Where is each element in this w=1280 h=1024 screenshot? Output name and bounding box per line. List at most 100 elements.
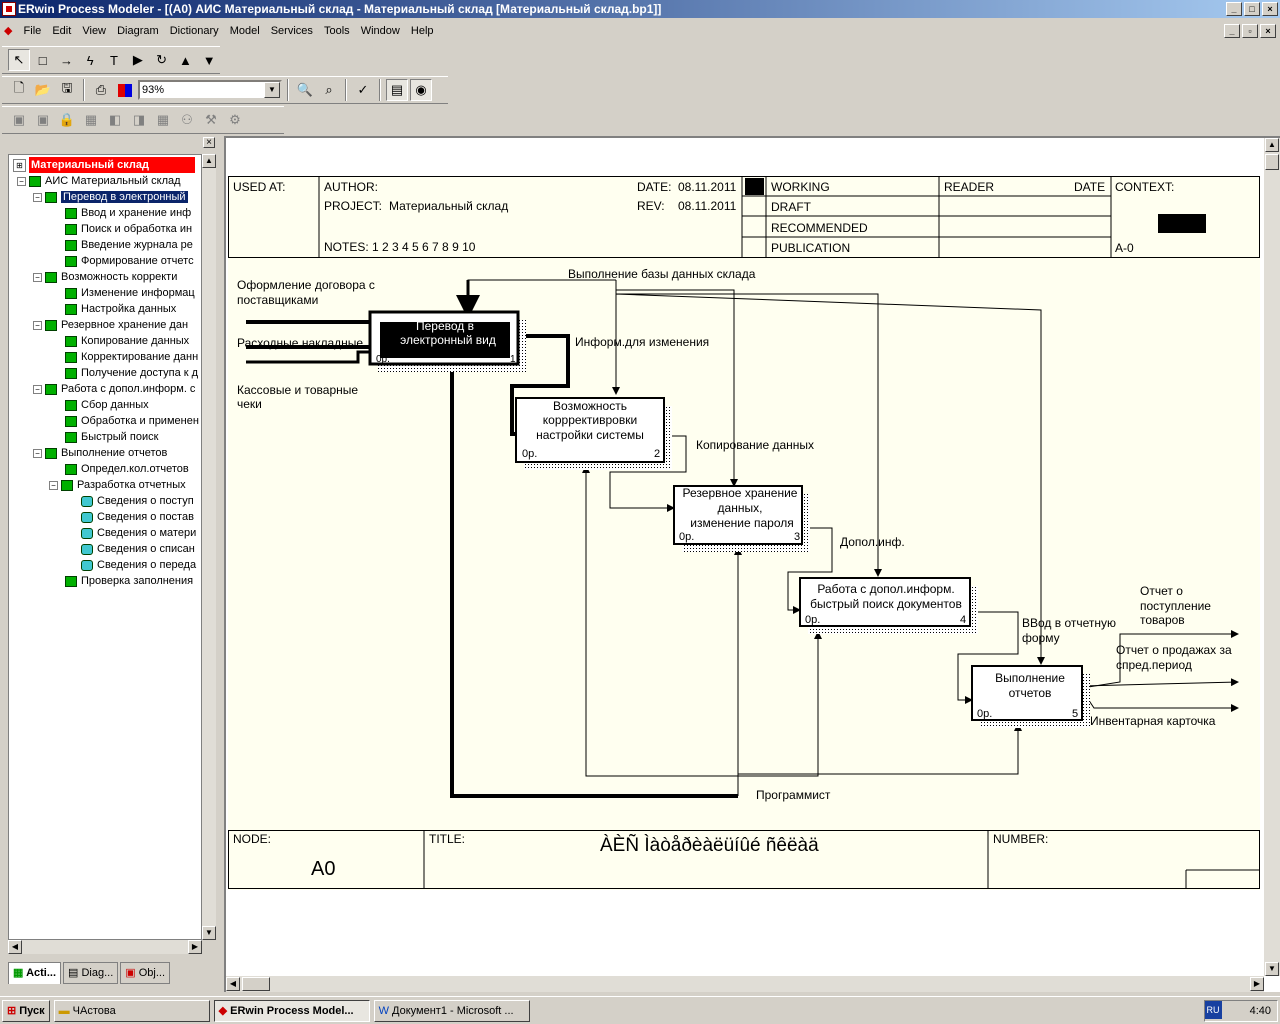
spell-check-icon[interactable]: ✓	[357, 82, 369, 97]
model-explorer-icon[interactable]: ▤	[386, 79, 408, 101]
menu-dictionary[interactable]: Dictionary	[169, 25, 219, 37]
chevron-down-icon[interactable]: ▼	[264, 82, 280, 98]
tree-item[interactable]: Сведения о поступ	[81, 493, 194, 509]
tree-item[interactable]: Корректирование данн	[65, 349, 198, 365]
minimize-button[interactable]: _	[1226, 2, 1242, 16]
arrow-report-input[interactable]	[957, 611, 1019, 704]
new-icon[interactable]: 🗋	[13, 80, 25, 95]
zoom-in-icon[interactable]: 🔍	[296, 82, 314, 97]
tree-item[interactable]: Изменение информац	[65, 285, 195, 301]
activity-box-5[interactable]: Выполнение отчетов 0р. 5	[971, 665, 1090, 728]
tree-item[interactable]: Определ.кол.отчетов	[65, 461, 189, 477]
tree-item[interactable]: Проверка заполнения	[65, 573, 193, 589]
arrow-copy[interactable]	[609, 435, 687, 512]
tree-item[interactable]: −Резервное хранение дан	[33, 317, 188, 333]
close-icon[interactable]: ×	[203, 137, 215, 148]
globe-icon[interactable]: ◉	[410, 79, 432, 101]
tree-item[interactable]: Настройка данных	[65, 301, 176, 317]
print-icon[interactable]: ⎙	[95, 82, 107, 97]
mart-users-icon[interactable]: ⚇	[181, 112, 193, 127]
tree-item[interactable]: −Возможность корректи	[33, 269, 177, 285]
tree-item[interactable]: Быстрый поиск	[65, 429, 158, 445]
arrow-tool-icon[interactable]: →	[59, 52, 73, 68]
menu-help[interactable]: Help	[410, 25, 434, 37]
tree-item[interactable]: Сбор данных	[65, 397, 149, 413]
mart-grid-icon[interactable]: ▦	[156, 112, 170, 127]
activity-box-2[interactable]: Возможность корррективровки настройки си…	[515, 397, 672, 470]
lock-icon[interactable]: 🔒	[58, 112, 76, 127]
tree-item[interactable]: −Выполнение отчетов	[33, 445, 167, 461]
menu-model[interactable]: Model	[229, 25, 260, 37]
tree-item[interactable]: −АИС Материальный склад	[17, 173, 181, 189]
arrow-report-receipts[interactable]	[1081, 630, 1239, 689]
close-button[interactable]: ×	[1262, 2, 1278, 16]
mart-tool-icon[interactable]: ⚒	[205, 112, 217, 127]
go-parent-icon[interactable]: ▲	[178, 52, 192, 68]
tree-item[interactable]: Обработка и применен	[65, 413, 199, 429]
activity-box-4[interactable]: Работа с допол.информ. быстрый поиск док…	[799, 577, 978, 634]
arrow-programmer-main[interactable]	[450, 372, 738, 798]
tree-horizontal-scrollbar[interactable]: ◀ ▶	[8, 940, 202, 954]
mart-disconnect-icon[interactable]: ▣	[36, 112, 50, 127]
tree-item[interactable]: Сведения о постав	[81, 509, 194, 525]
tree-item[interactable]: Введение журнала ре	[65, 237, 193, 253]
tree-item[interactable]: Сведения о матери	[81, 525, 196, 541]
doc-restore-button[interactable]: ▫	[1242, 24, 1258, 38]
arrow-info-change[interactable]	[510, 334, 570, 436]
menu-view[interactable]: View	[82, 25, 107, 37]
activity-tree[interactable]: ⊞Материальный склад −АИС Материальный ск…	[8, 154, 202, 940]
menu-edit[interactable]: Edit	[52, 25, 72, 37]
squiggle-tool-icon[interactable]: ϟ	[86, 52, 94, 68]
menu-diagram[interactable]: Diagram	[117, 25, 159, 37]
language-indicator[interactable]: RU	[1204, 1001, 1222, 1019]
taskbar-item-word[interactable]: W Документ1 - Microsoft ...	[373, 999, 530, 1022]
doc-close-button[interactable]: ×	[1260, 24, 1276, 38]
doc-minimize-button[interactable]: _	[1224, 24, 1240, 38]
tree-item[interactable]: Сведения о списан	[81, 541, 195, 557]
tree-item[interactable]: Сведения о переда	[81, 557, 196, 573]
mart-connect-icon[interactable]: ▣	[12, 112, 26, 127]
start-button[interactable]: ⊞Пуск	[2, 999, 50, 1022]
zoom-fit-icon[interactable]: ⌕	[325, 82, 333, 97]
doc-icon[interactable]: ◆	[4, 25, 13, 37]
box-tool-icon[interactable]: □	[38, 52, 47, 68]
tab-activities[interactable]: ▦ Acti...	[8, 962, 62, 984]
canvas-vertical-scrollbar[interactable]: ▲ ▼	[1264, 138, 1280, 976]
arrow-inventory[interactable]	[1081, 689, 1239, 712]
mart-open-icon[interactable]: ◨	[132, 112, 146, 127]
activity-box-3[interactable]: Резервное хранение данных, изменение пар…	[673, 485, 810, 552]
tree-item[interactable]: Копирование данных	[65, 333, 189, 349]
menu-window[interactable]: Window	[360, 25, 400, 37]
arrow-extra-info[interactable]	[787, 527, 833, 614]
menu-file[interactable]: File	[23, 25, 42, 37]
menu-services[interactable]: Services	[270, 25, 313, 37]
tab-objects[interactable]: ▣ Obj...	[120, 962, 171, 984]
maximize-button[interactable]: □	[1244, 2, 1260, 16]
taskbar-item-erwin[interactable]: ◆ ERwin Process Model...	[213, 999, 370, 1022]
save-icon[interactable]: 🖫	[61, 80, 73, 95]
tree-item[interactable]: Получение доступа к д	[65, 365, 198, 381]
arrow-report-sales[interactable]	[1081, 678, 1239, 687]
tree-item[interactable]: Формирование отчетс	[65, 253, 194, 269]
tree-item[interactable]: Поиск и обработка ин	[65, 221, 192, 237]
activity-box-1[interactable]: Перевод в электронный вид 0р. 1	[368, 310, 526, 372]
go-sibling-icon[interactable]: ↻	[156, 52, 168, 67]
tree-vertical-scrollbar[interactable]: ▲ ▼	[202, 154, 216, 940]
zoom-select[interactable]: 93% ▼	[138, 80, 282, 100]
tab-diagrams[interactable]: ▤ Diag...	[63, 962, 119, 984]
tree-item[interactable]: −Перевод в электронный	[33, 189, 188, 205]
open-icon[interactable]: 📂	[34, 82, 52, 97]
mart-settings-icon[interactable]: ⚙	[229, 112, 241, 127]
taskbar-item-folder[interactable]: ▬ ЧАстова	[53, 999, 210, 1022]
tree-item[interactable]: −Работа с допол.информ. с	[33, 381, 195, 397]
color-icon[interactable]	[114, 79, 136, 101]
mart-save-icon[interactable]: ◧	[108, 112, 122, 127]
text-tool-icon[interactable]: T	[110, 52, 118, 68]
go-child-down-icon[interactable]: ▼	[202, 52, 216, 68]
tree-root[interactable]: ⊞Материальный склад	[13, 157, 195, 173]
tree-item[interactable]: −Разработка отчетных	[49, 477, 186, 493]
pointer-tool-icon[interactable]: ↖	[8, 49, 30, 71]
menu-tools[interactable]: Tools	[323, 25, 350, 37]
tree-item[interactable]: Ввод и хранение инф	[65, 205, 191, 221]
canvas-horizontal-scrollbar[interactable]: ◀ ▶	[226, 976, 1264, 992]
